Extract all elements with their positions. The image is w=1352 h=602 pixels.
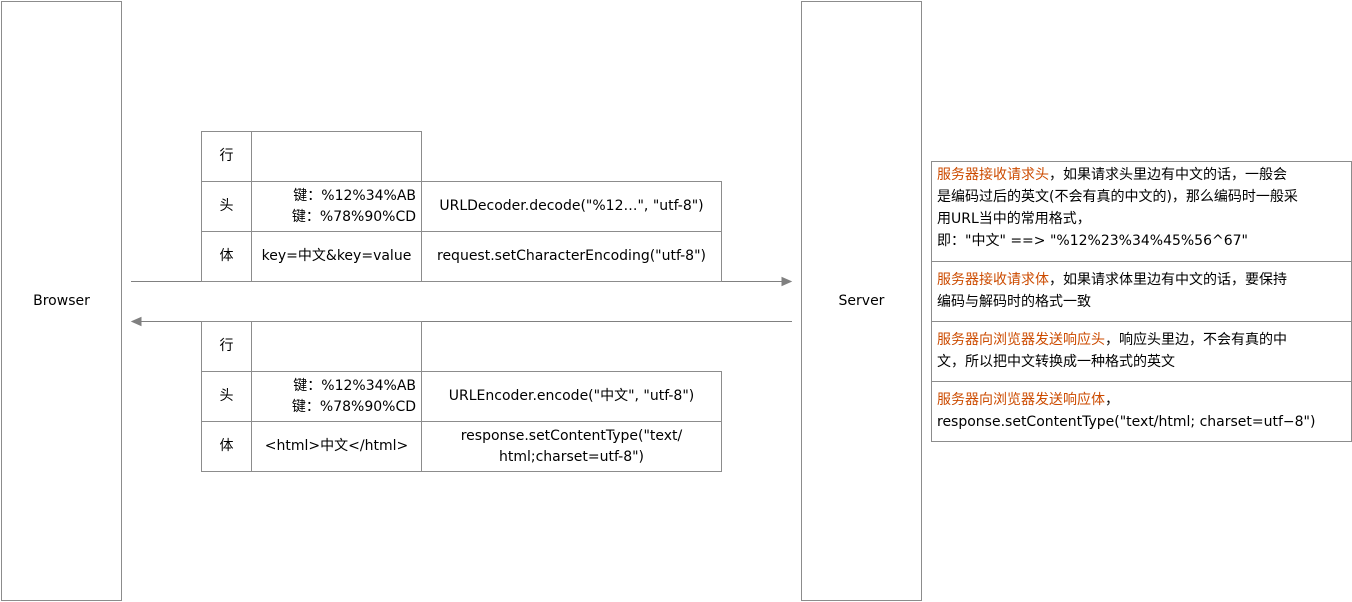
response-row-header-method: URLEncoder.encode("中文", "utf-8"): [421, 371, 722, 422]
note-request-body-title: 服务器接收请求体: [937, 272, 1049, 288]
note-response-header: 服务器向浏览器发送响应头，响应头里边，不会有真的中 文，所以把中文转换成一种格式…: [931, 321, 1352, 382]
note-request-header-title: 服务器接收请求头: [937, 167, 1049, 183]
response-arrow-head: [130, 316, 142, 327]
request-row-body-method: request.setCharacterEncoding("utf-8"): [421, 231, 722, 282]
request-arrow-head: [781, 276, 793, 287]
note-request-header: 服务器接收请求头，如果请求头里边有中文的话，一般会 是编码过后的英文(不会有真的…: [931, 161, 1352, 262]
note-response-body: 服务器向浏览器发送响应体， response.setContentType("t…: [931, 381, 1352, 442]
note-response-body-title: 服务器向浏览器发送响应体: [937, 392, 1105, 408]
response-row-line-value: [251, 321, 422, 372]
response-row-body-method: response.setContentType("text/html;chars…: [421, 421, 722, 472]
browser-label: Browser: [33, 293, 90, 309]
browser-lifeline: Browser: [1, 1, 122, 601]
request-row-header-label: 头: [201, 181, 252, 232]
request-row-body-label: 体: [201, 231, 252, 282]
request-row-header-value: 键：%12%34%AB 键：%78%90%CD: [251, 181, 422, 232]
request-header-key-2: 键：%78%90%CD: [291, 208, 416, 225]
server-lifeline: Server: [801, 1, 922, 601]
note-request-body: 服务器接收请求体，如果请求体里边有中文的话，要保持 编码与解码时的格式一致: [931, 261, 1352, 322]
response-row-header-label: 头: [201, 371, 252, 422]
request-row-line-label: 行: [201, 131, 252, 182]
request-row-header-method: URLDecoder.decode("%12…", "utf-8"): [421, 181, 722, 232]
request-header-key-1: 键：%12%34%AB: [293, 187, 416, 204]
note-response-header-title: 服务器向浏览器发送响应头: [937, 332, 1105, 348]
server-label: Server: [838, 293, 885, 309]
response-row-line-label: 行: [201, 321, 252, 372]
request-row-body-value: key=中文&key=value: [251, 231, 422, 282]
request-row-line-value: [251, 131, 422, 182]
response-body-method-line-2: html;charset=utf-8"): [498, 448, 645, 465]
response-body-method-line-1: response.setContentType("text/: [460, 427, 683, 444]
response-row-body-label: 体: [201, 421, 252, 472]
response-row-body-value: <html>中文</html>: [251, 421, 422, 472]
response-header-key-1: 键：%12%34%AB: [293, 377, 416, 394]
response-row-header-value: 键：%12%34%AB 键：%78%90%CD: [251, 371, 422, 422]
response-header-key-2: 键：%78%90%CD: [291, 398, 416, 415]
